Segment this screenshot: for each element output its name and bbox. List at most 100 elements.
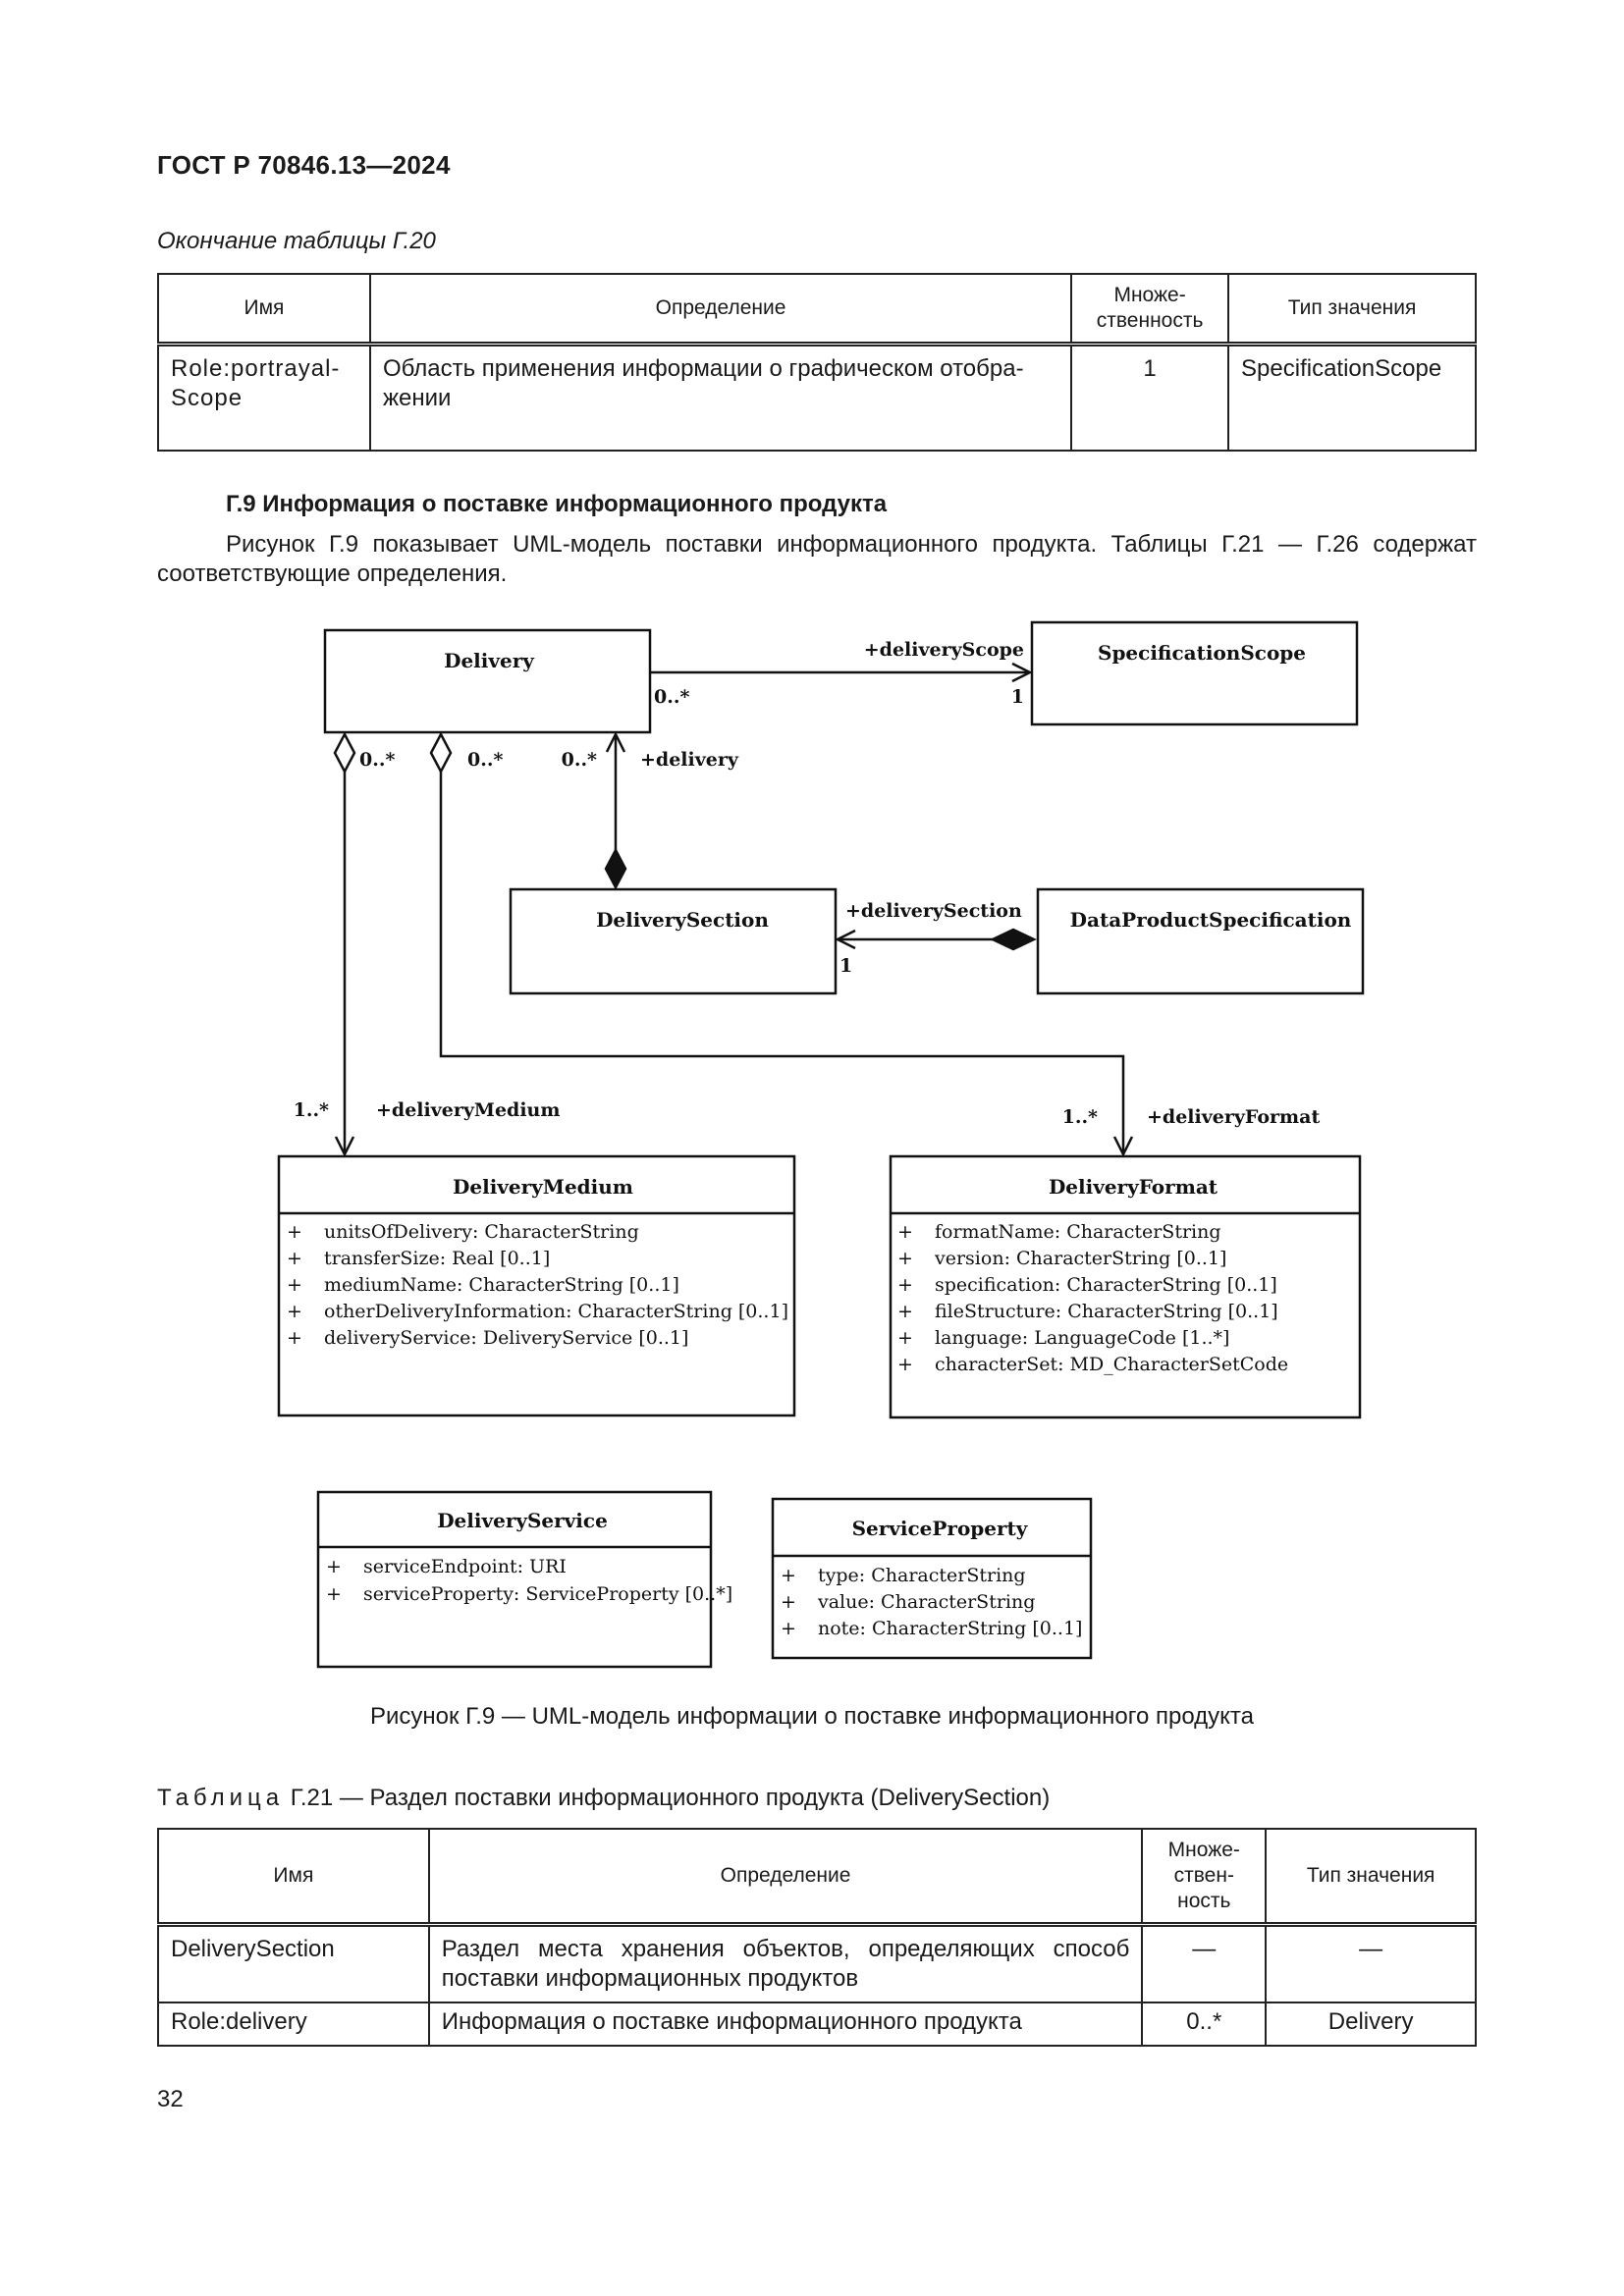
role-delivery-section: +deliverySection: [845, 900, 1022, 922]
class-box-delivery-medium: [277, 1154, 796, 1417]
class-box-data-product-specification: [1036, 887, 1365, 995]
attribute: note: CharacterString [0..1]: [818, 1618, 1082, 1639]
uml-diagram: Delivery SpecificationScope DeliverySect…: [277, 620, 1365, 1669]
visibility-symbol: +: [897, 1248, 913, 1269]
visibility-symbol: +: [287, 1248, 302, 1269]
attribute: serviceEndpoint: URI: [363, 1556, 567, 1577]
visibility-symbol: +: [897, 1274, 913, 1296]
attribute: otherDeliveryInformation: CharacterStrin…: [324, 1301, 788, 1322]
class-name-delivery-section: DeliverySection: [596, 908, 769, 932]
class-box-delivery-section: [509, 887, 838, 995]
role-delivery: +delivery: [640, 749, 739, 771]
attribute: version: CharacterString [0..1]: [934, 1248, 1226, 1269]
cell-type: SpecificationScope: [1227, 343, 1477, 452]
cell-type: —: [1265, 1923, 1477, 2003]
attribute: characterSet: MD_CharacterSetCode: [935, 1354, 1288, 1375]
role-delivery-medium: +deliveryMedium: [376, 1099, 560, 1121]
class-name-delivery: Delivery: [444, 649, 535, 672]
class-name-delivery-medium: DeliveryMedium: [453, 1175, 633, 1199]
section-paragraph: Рисунок Г.9 показывает UML-модель постав…: [157, 530, 1477, 589]
table-continuation-note: Окончание таблицы Г.20: [157, 228, 436, 254]
cell-name: Role:portrayal- Scope: [157, 343, 371, 452]
section-title: Г.9 Информация о поставке информационног…: [226, 491, 888, 517]
visibility-symbol: +: [326, 1556, 342, 1577]
attribute: specification: CharacterString [0..1]: [935, 1274, 1277, 1296]
cell-name: DeliverySection: [157, 1923, 430, 2003]
visibility-symbol: +: [287, 1327, 302, 1349]
aggregation-diamond: [429, 731, 453, 774]
table-caption: Таблица Г.21 — Раздел поставки информаци…: [157, 1785, 1050, 1812]
column-header-type: Тип значения: [1265, 1828, 1477, 1927]
class-box-delivery-service: [316, 1490, 713, 1669]
column-header-name: Имя: [157, 273, 371, 347]
cell-type: Delivery: [1265, 2002, 1477, 2047]
attribute: serviceProperty: ServiceProperty [0..*]: [363, 1583, 732, 1605]
table-row: Role:delivery Информация о поставке инфо…: [157, 2002, 1477, 2047]
attribute: deliveryService: DeliveryService [0..1]: [324, 1327, 688, 1349]
attribute: transferSize: Real [0..1]: [324, 1248, 550, 1269]
cell-definition: Раздел места хранения объектов, определя…: [427, 1923, 1144, 2003]
visibility-symbol: +: [897, 1327, 913, 1349]
attribute: mediumName: CharacterString [0..1]: [324, 1274, 679, 1296]
column-header-type: Тип значения: [1227, 273, 1477, 347]
aggregation-diamond: [333, 731, 356, 774]
class-name-service-property: ServiceProperty: [852, 1517, 1029, 1540]
table-row: Role:portrayal- Scope Область применения…: [157, 343, 1477, 452]
multiplicity-label: 0..*: [562, 749, 597, 771]
paragraph-line: соответствующие определения.: [157, 561, 508, 587]
cell-definition: Область применения информации о графичес…: [368, 343, 1073, 452]
class-box-service-property: [771, 1497, 1093, 1660]
role-delivery-format: +deliveryFormat: [1147, 1106, 1320, 1128]
multiplicity-label: 0..*: [654, 686, 689, 708]
attribute: unitsOfDelivery: CharacterString: [324, 1221, 639, 1243]
page-number: 32: [157, 2086, 184, 2112]
attribute: fileStructure: CharacterString [0..1]: [935, 1301, 1278, 1322]
table-caption-prefix: Таблица: [157, 1785, 285, 1811]
cell-name: Role:delivery: [157, 2002, 430, 2047]
column-header-multiplicity: Множе- ственность: [1070, 273, 1230, 347]
class-box-delivery-format: [889, 1154, 1362, 1419]
visibility-symbol: +: [287, 1274, 302, 1296]
association-delivery-format: [439, 772, 1123, 1154]
attribute: language: LanguageCode [1..*]: [935, 1327, 1229, 1349]
multiplicity-label: 0..*: [467, 749, 503, 771]
table-row: DeliverySection Раздел места хранения об…: [157, 1923, 1477, 2003]
visibility-symbol: +: [287, 1221, 302, 1243]
class-name-delivery-service: DeliveryService: [437, 1509, 608, 1532]
attribute: formatName: CharacterString: [935, 1221, 1221, 1243]
composition-diamond: [990, 928, 1037, 951]
visibility-symbol: +: [897, 1221, 913, 1243]
class-box-specification-scope: [1030, 620, 1359, 726]
visibility-symbol: +: [781, 1618, 796, 1639]
table-g21: Имя Определение Множе- ствен- ность Тип …: [157, 1828, 1477, 2047]
visibility-symbol: +: [287, 1301, 302, 1322]
multiplicity-label: 1..*: [1062, 1106, 1098, 1128]
table-caption-text: Г.21 — Раздел поставки информационного п…: [284, 1785, 1051, 1811]
table-g20: Имя Определение Множе- ственность Тип зн…: [157, 273, 1477, 452]
multiplicity-label: 1: [839, 955, 852, 977]
attribute: value: CharacterString: [817, 1591, 1035, 1613]
visibility-symbol: +: [781, 1591, 796, 1613]
class-name-specification-scope: SpecificationScope: [1098, 641, 1306, 665]
multiplicity-label: 1..*: [294, 1099, 329, 1121]
visibility-symbol: +: [781, 1565, 796, 1586]
class-box-delivery: [323, 628, 652, 734]
cell-multiplicity: 1: [1070, 343, 1230, 452]
paragraph-line: Рисунок Г.9 показывает UML-модель постав…: [226, 531, 1477, 558]
attribute: type: CharacterString: [818, 1565, 1026, 1586]
document-id: ГОСТ Р 70846.13—2024: [157, 150, 451, 180]
cell-definition: Информация о поставке информационного пр…: [427, 2002, 1144, 2047]
figure-caption: Рисунок Г.9 — UML-модель информации о по…: [369, 1703, 1254, 1730]
column-header-name: Имя: [157, 1828, 430, 1927]
class-name-delivery-format: DeliveryFormat: [1049, 1175, 1218, 1199]
composition-diamond: [604, 847, 627, 890]
role-delivery-scope: +deliveryScope: [864, 639, 1024, 661]
multiplicity-label: 0..*: [359, 749, 395, 771]
multiplicity-label: 1: [1011, 686, 1024, 708]
visibility-symbol: +: [326, 1583, 342, 1605]
column-header-definition: Определение: [368, 273, 1073, 347]
cell-multiplicity: —: [1141, 1923, 1268, 2003]
class-name-data-product-specification: DataProductSpecification: [1070, 908, 1352, 932]
column-header-definition: Определение: [427, 1828, 1144, 1927]
cell-multiplicity: 0..*: [1141, 2002, 1268, 2047]
